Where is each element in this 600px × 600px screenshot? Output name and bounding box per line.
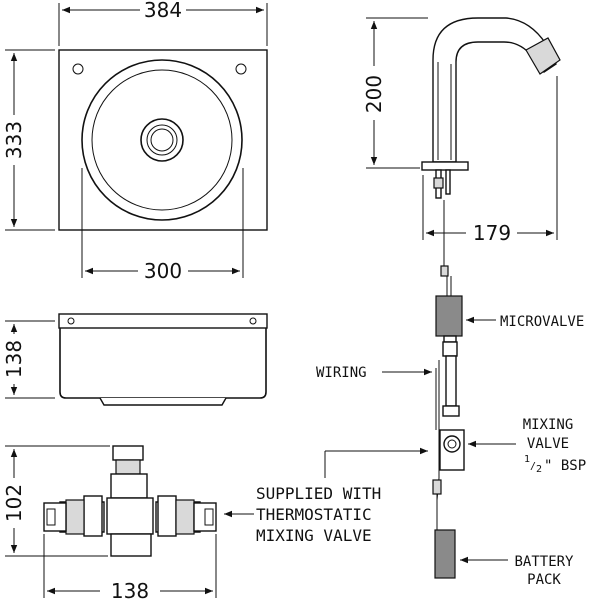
tap-height-label: 200 bbox=[362, 75, 386, 113]
tmv-top-housing bbox=[110, 473, 148, 499]
supplied-label-line3: MIXING VALVE bbox=[256, 526, 372, 545]
waste-outlet-core bbox=[150, 128, 174, 152]
basin-depth-label: 138 bbox=[2, 340, 26, 378]
thermostatic-mixing-valve bbox=[43, 445, 217, 557]
callout-battery-pack: BATTERY PACK bbox=[460, 554, 574, 588]
tap-side-view bbox=[421, 17, 561, 199]
dim-valve-height: 102 bbox=[2, 445, 110, 557]
tap-aerator bbox=[525, 37, 561, 75]
svg-text:/: / bbox=[530, 461, 536, 472]
tap-reach-label: 179 bbox=[473, 221, 511, 245]
mixing-label-line1: MIXING bbox=[523, 417, 574, 433]
fixing-hole-left bbox=[72, 63, 84, 75]
sensor-assembly bbox=[432, 200, 465, 579]
bowl-outer-rim bbox=[81, 59, 243, 221]
battery-label-line1: BATTERY bbox=[514, 554, 574, 570]
basin-side-view bbox=[58, 313, 268, 406]
valve-pipe bbox=[445, 355, 457, 407]
battery-label-line2: PACK bbox=[527, 572, 561, 588]
basin-waste-flange bbox=[99, 397, 227, 406]
battery-pack bbox=[434, 529, 456, 579]
bowl-width-label: 300 bbox=[144, 259, 182, 283]
microvalve-label: MICROVALVE bbox=[500, 314, 584, 330]
waste-outlet-inner bbox=[146, 124, 178, 156]
dim-basin-width: 384 bbox=[58, 0, 268, 46]
callout-supplied-with: SUPPLIED WITH THERMOSTATIC MIXING VALVE bbox=[224, 447, 428, 545]
tmv-body bbox=[106, 497, 154, 535]
basin-body bbox=[59, 328, 267, 399]
supplied-label-line1: SUPPLIED WITH bbox=[256, 484, 381, 503]
dim-bowl-width: 300 bbox=[81, 168, 244, 283]
callout-microvalve: MICROVALVE bbox=[466, 314, 584, 330]
basin-top-view bbox=[58, 49, 268, 231]
callout-wiring: WIRING bbox=[316, 365, 432, 381]
dim-basin-depth: 138 bbox=[2, 320, 55, 399]
tap-base-plate bbox=[421, 161, 469, 171]
wiring-label: WIRING bbox=[316, 365, 367, 381]
valve-width-label: 138 bbox=[111, 579, 149, 600]
mixing-label-bsp: " BSP bbox=[544, 458, 586, 474]
mixing-fraction-denominator: 2 bbox=[536, 464, 542, 475]
basin-height-label: 333 bbox=[2, 121, 26, 159]
fixing-hole-right bbox=[235, 63, 247, 75]
basin-plate bbox=[58, 49, 268, 231]
dim-tap-reach: 179 bbox=[422, 76, 558, 245]
basin-lip bbox=[58, 313, 268, 329]
tap-spout bbox=[432, 17, 557, 163]
microvalve-body bbox=[435, 295, 463, 337]
bowl-inner-rim bbox=[91, 69, 233, 211]
dim-valve-width: 138 bbox=[43, 534, 217, 600]
dim-tap-height: 200 bbox=[362, 17, 428, 169]
dim-basin-height: 333 bbox=[2, 49, 55, 231]
waste-outlet-outer bbox=[140, 118, 184, 162]
mixing-fraction-numerator: 1 bbox=[524, 454, 530, 465]
callout-mixing-valve: MIXING VALVE 1 / 2 " BSP bbox=[468, 417, 586, 475]
supplied-label-line2: THERMOSTATIC bbox=[256, 505, 372, 524]
basin-width-label: 384 bbox=[144, 0, 182, 22]
mixing-label-line2: VALVE bbox=[527, 436, 569, 452]
valve-height-label: 102 bbox=[2, 484, 26, 522]
battery-connector bbox=[432, 479, 442, 495]
